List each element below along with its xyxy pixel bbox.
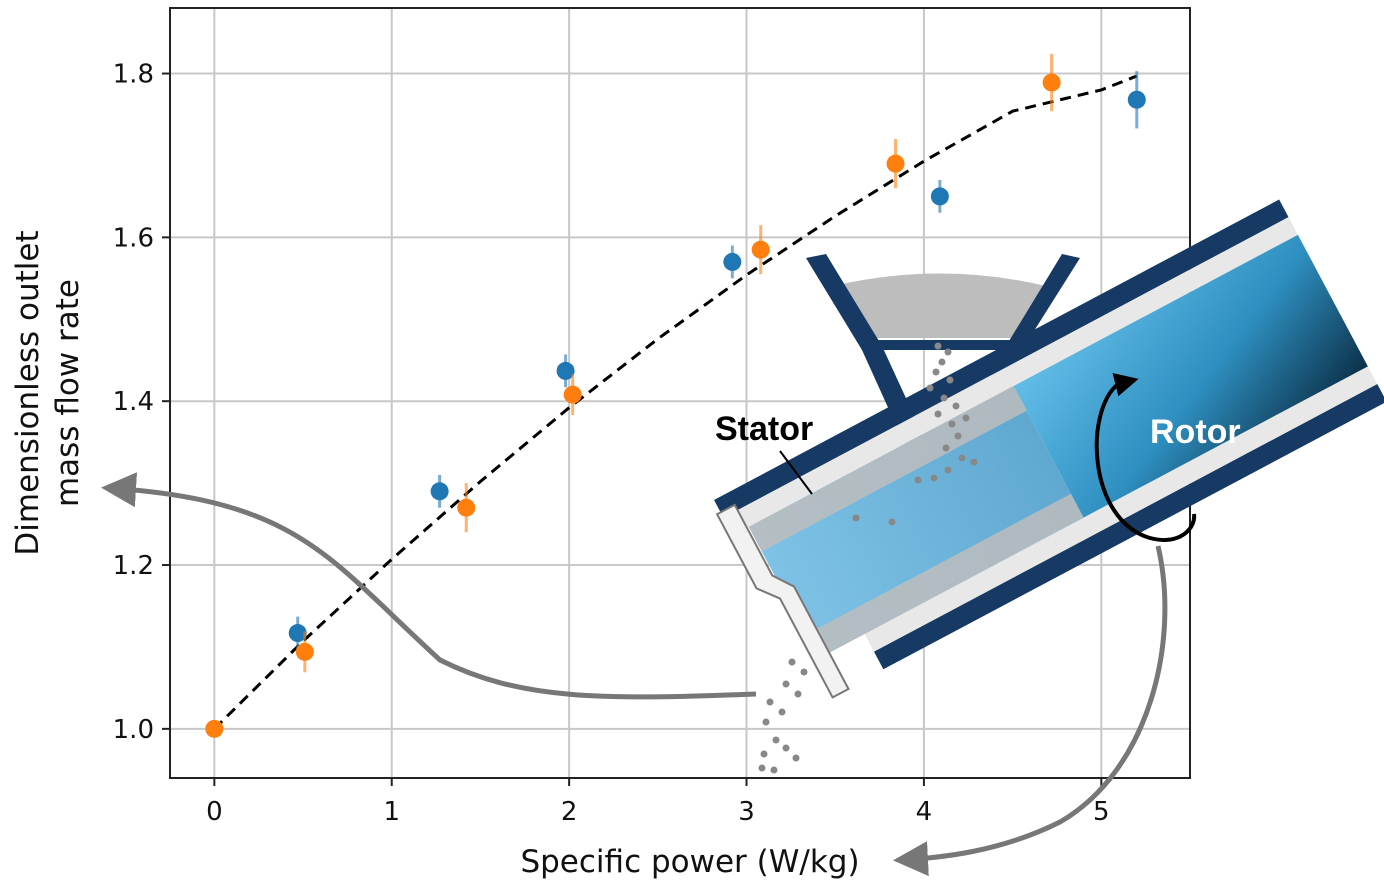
particle xyxy=(782,744,790,752)
data-point xyxy=(886,154,905,173)
data-point xyxy=(723,252,742,271)
hopper-bar xyxy=(872,340,1018,350)
particle xyxy=(770,766,778,774)
particle xyxy=(942,444,950,452)
particle xyxy=(930,474,938,482)
x-tick-label: 5 xyxy=(1093,797,1110,827)
particle xyxy=(938,358,946,366)
data-point xyxy=(430,482,449,501)
particle xyxy=(788,658,796,666)
outlet-plate xyxy=(715,503,850,699)
particle xyxy=(778,708,786,716)
y-axis-label-line-2: mass flow rate xyxy=(50,279,86,507)
drum xyxy=(714,199,1384,699)
y-tick-label: 1.2 xyxy=(113,551,154,581)
data-point xyxy=(1042,73,1061,92)
x-axis-label: Specific power (W/kg) xyxy=(520,844,859,880)
particle xyxy=(852,514,860,522)
y-axis-label: Dimensionless outlet mass flow rate xyxy=(10,230,86,555)
particle xyxy=(954,432,962,440)
particle xyxy=(888,518,896,526)
particle xyxy=(766,698,774,706)
data-point xyxy=(457,498,476,517)
powder-particles xyxy=(758,342,978,774)
drum-top-wall xyxy=(714,199,1289,518)
particle xyxy=(782,680,790,688)
particle xyxy=(934,410,942,418)
data-point xyxy=(751,240,770,259)
particle xyxy=(952,402,960,410)
arrow-to-x-axis xyxy=(893,545,1168,877)
powder-band-bottom xyxy=(805,493,1084,659)
rotor-body xyxy=(1013,234,1368,518)
particle xyxy=(944,466,952,474)
particle xyxy=(914,476,922,484)
hopper-powder xyxy=(842,273,1046,338)
particle xyxy=(934,342,942,350)
particle xyxy=(932,368,940,376)
x-tick-label: 3 xyxy=(738,797,755,827)
x-tick-label: 2 xyxy=(561,797,578,827)
data-point xyxy=(288,624,307,643)
inset-schematic: Stator Rotor xyxy=(101,199,1384,877)
particle xyxy=(794,690,802,698)
y-tick-label: 1.8 xyxy=(113,60,154,90)
rotation-arrow-head xyxy=(1112,373,1139,397)
y-axis-ticks: 1.0 1.2 1.4 1.6 1.8 xyxy=(113,60,170,745)
particle xyxy=(762,718,770,726)
particle xyxy=(792,754,800,762)
y-axis-label-line-1: Dimensionless outlet xyxy=(10,230,46,555)
stator-label: Stator xyxy=(715,410,813,448)
particle xyxy=(758,764,766,772)
particle xyxy=(772,736,780,744)
stator-leader-line xyxy=(779,450,813,495)
data-point xyxy=(295,642,314,661)
x-tick-label: 0 xyxy=(206,797,223,827)
y-tick-label: 1.0 xyxy=(113,715,154,745)
y-tick-label: 1.4 xyxy=(113,387,154,417)
x-tick-label: 1 xyxy=(383,797,400,827)
data-point xyxy=(205,719,224,738)
rotation-arrow xyxy=(1094,382,1197,542)
drum-bottom-gap xyxy=(864,366,1378,652)
powder-band-top xyxy=(748,386,1027,552)
particle xyxy=(944,348,952,356)
particle xyxy=(958,454,966,462)
stator-body xyxy=(748,386,1084,659)
rotor-label: Rotor xyxy=(1150,413,1241,451)
drum-top-gap xyxy=(723,217,1298,536)
particle xyxy=(926,384,934,392)
y-tick-label: 1.6 xyxy=(113,223,154,253)
data-point xyxy=(1127,90,1146,109)
particle xyxy=(940,394,948,402)
data-point xyxy=(563,385,582,404)
particle xyxy=(970,458,978,466)
x-tick-label: 4 xyxy=(916,797,933,827)
particle xyxy=(948,420,956,428)
particle xyxy=(946,376,954,384)
particle xyxy=(760,750,768,758)
arrow-to-y-axis xyxy=(101,472,757,700)
particle xyxy=(962,414,970,422)
x-axis-ticks: 0 1 2 3 4 5 xyxy=(206,778,1110,827)
fit-curve xyxy=(213,74,1138,730)
data-points xyxy=(205,53,1146,738)
particle xyxy=(800,668,808,676)
data-point xyxy=(930,187,949,206)
data-point xyxy=(556,361,575,380)
